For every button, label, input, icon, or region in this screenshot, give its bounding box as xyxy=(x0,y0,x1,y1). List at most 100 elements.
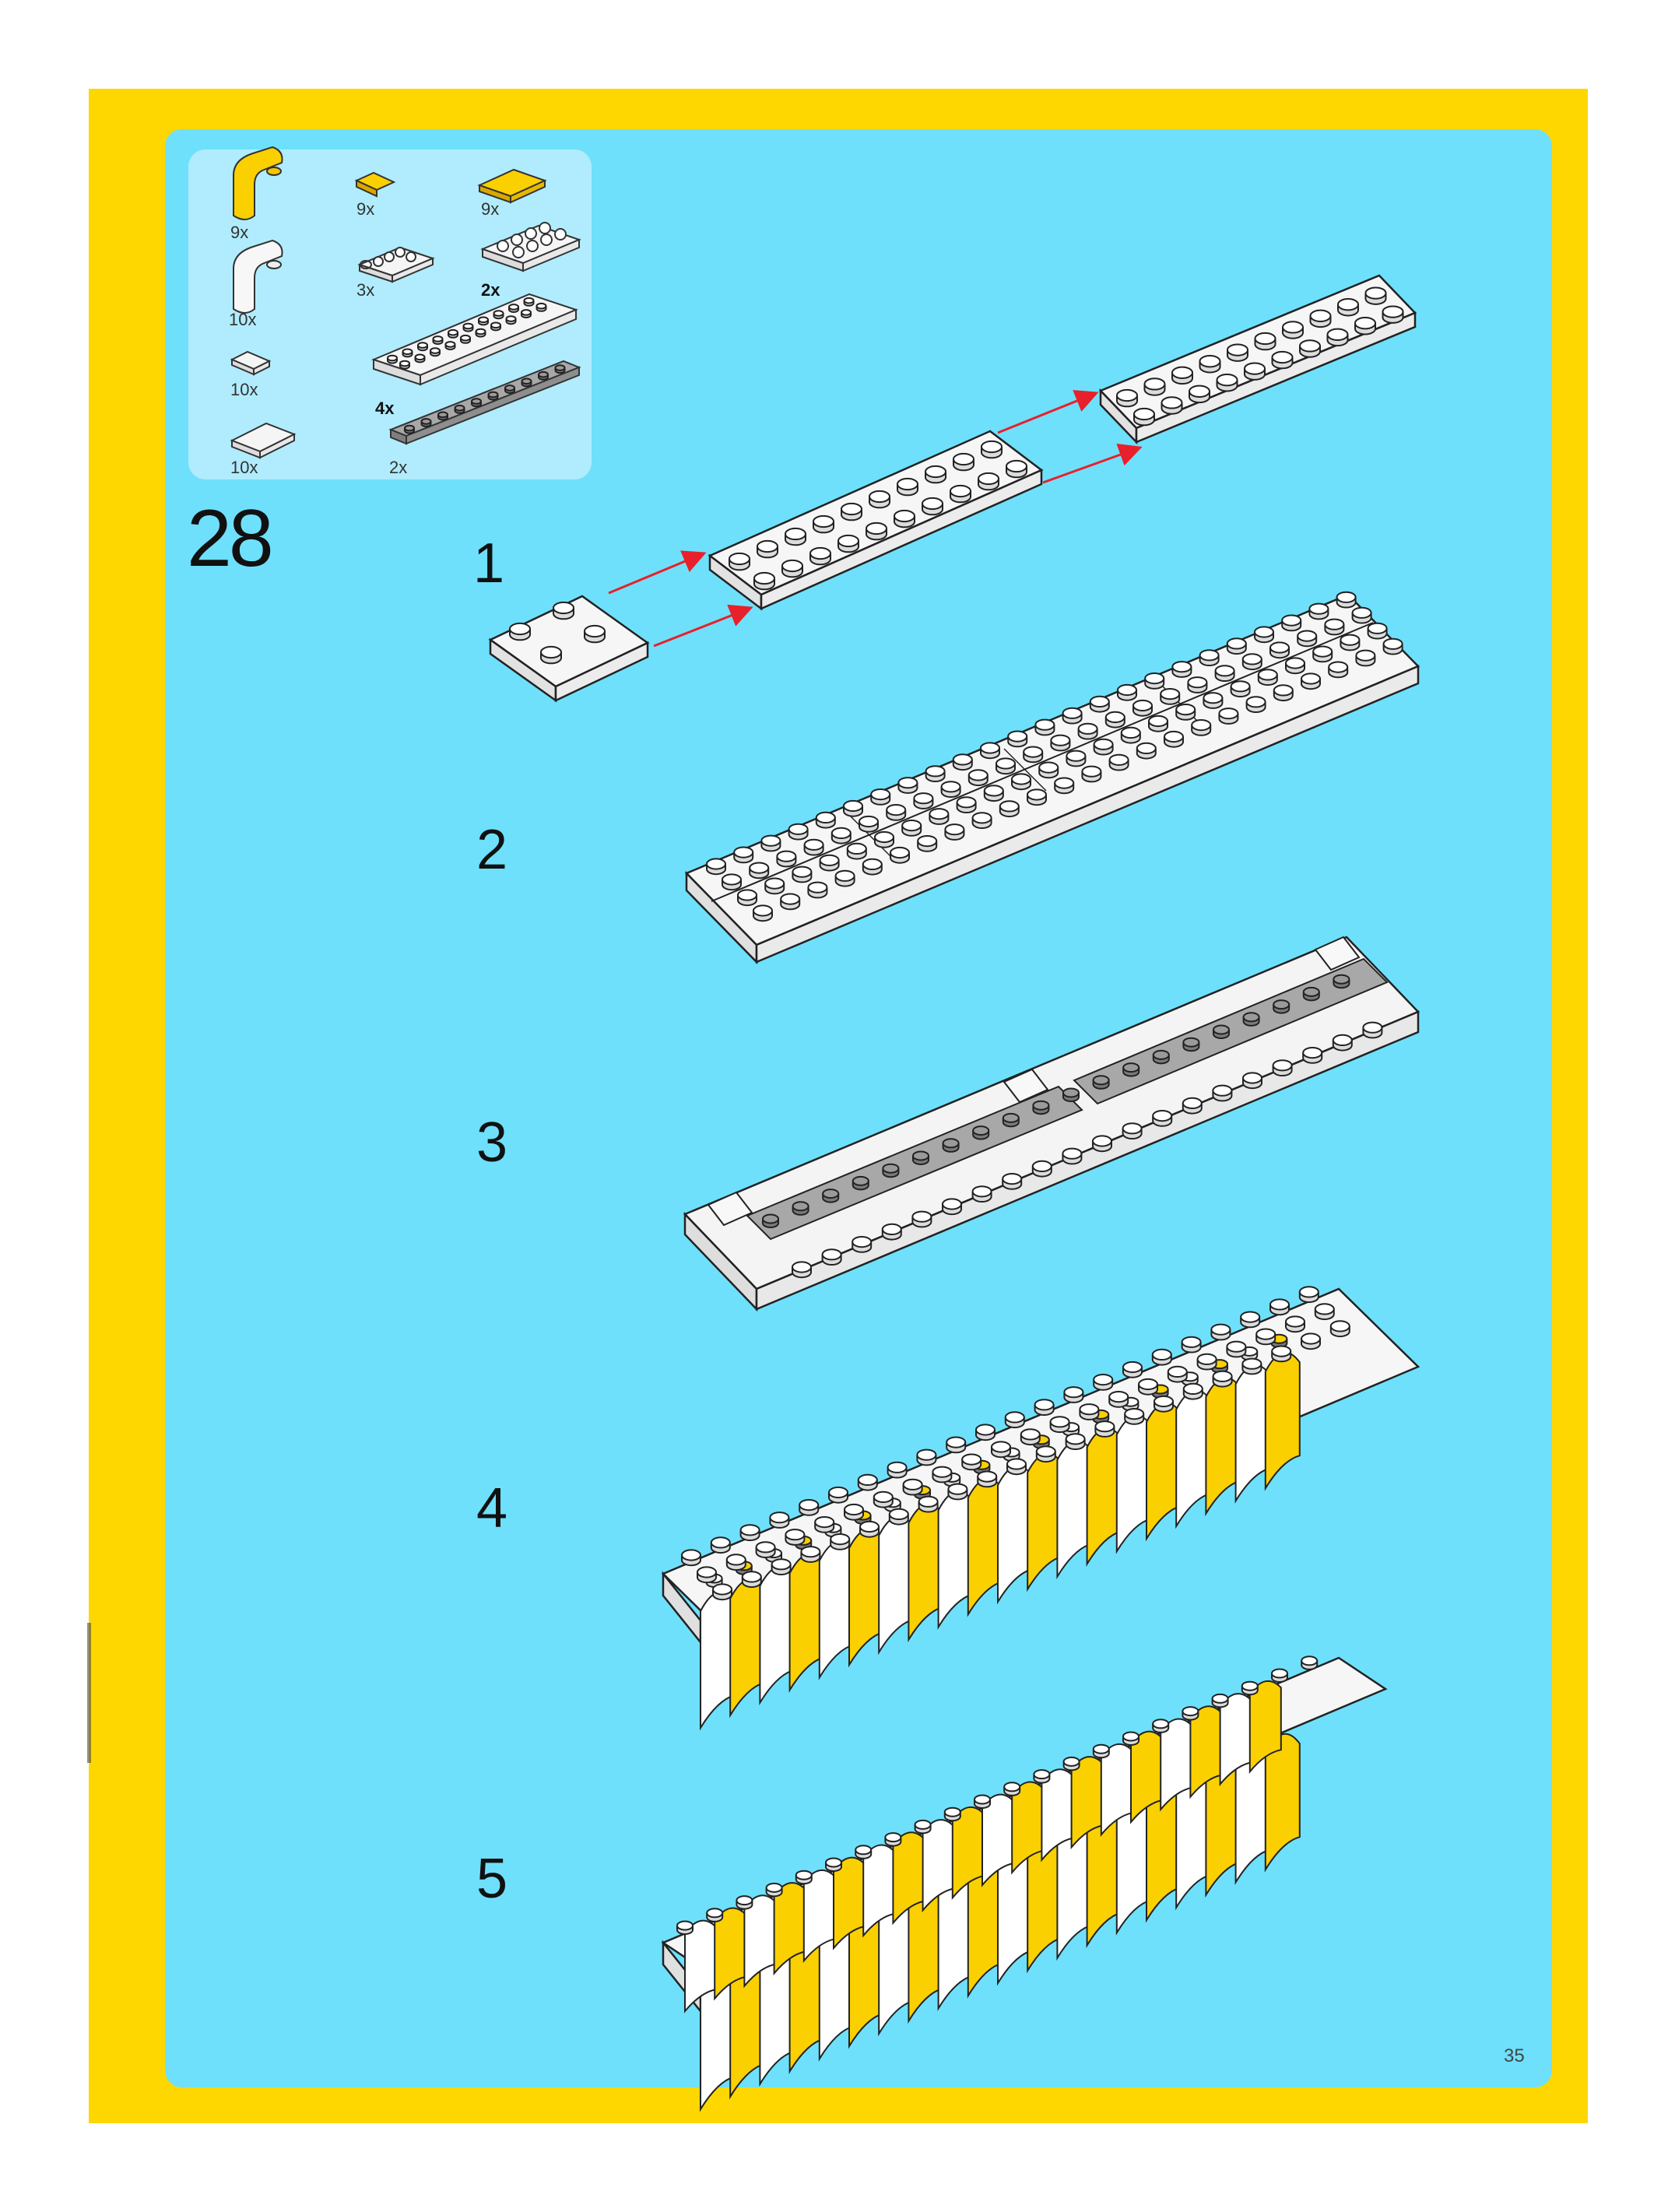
stud xyxy=(843,799,863,817)
stud xyxy=(996,757,1016,775)
stud xyxy=(1023,746,1044,764)
stud xyxy=(1002,1173,1023,1190)
stud xyxy=(1120,726,1141,744)
stud xyxy=(1066,750,1087,767)
stud xyxy=(830,827,852,844)
stud xyxy=(866,521,887,541)
stud xyxy=(781,559,803,578)
stud xyxy=(1203,692,1224,709)
yellow-tile-1x2-icon xyxy=(354,171,396,198)
stud xyxy=(1054,777,1075,795)
stud xyxy=(873,1490,894,1508)
part-qty: 3x xyxy=(356,280,375,300)
stud xyxy=(1340,634,1361,651)
stud xyxy=(1308,602,1329,620)
stud xyxy=(1271,350,1294,370)
stud xyxy=(1093,738,1114,756)
stud xyxy=(881,1223,902,1241)
stud xyxy=(1302,1047,1323,1064)
stud xyxy=(1034,718,1055,736)
stud xyxy=(1152,1049,1170,1065)
stud xyxy=(887,1461,908,1479)
stud xyxy=(1104,711,1125,729)
stud xyxy=(706,1908,724,1922)
stud xyxy=(1152,1110,1173,1127)
stud xyxy=(1362,1021,1383,1039)
substep-label: 1 xyxy=(473,532,505,595)
substep-label: 3 xyxy=(476,1111,508,1174)
part-qty: 9x xyxy=(356,199,375,219)
stud xyxy=(971,812,992,829)
stud xyxy=(1062,1756,1080,1771)
stud xyxy=(950,484,971,504)
stud xyxy=(1364,286,1387,305)
stud xyxy=(834,869,855,887)
stud xyxy=(722,873,742,891)
stud xyxy=(1281,614,1302,632)
stud xyxy=(1160,688,1181,705)
stud xyxy=(1133,407,1155,427)
stud xyxy=(1257,669,1278,686)
stud xyxy=(1230,680,1251,697)
stud xyxy=(795,1870,813,1885)
stud xyxy=(1049,1416,1070,1433)
stud xyxy=(911,1210,932,1228)
stud xyxy=(765,1882,783,1898)
stud xyxy=(1354,317,1376,335)
plate-2x2-studs xyxy=(509,601,606,665)
stud xyxy=(967,769,988,787)
stud xyxy=(1020,1428,1041,1446)
stud xyxy=(1132,699,1153,717)
stud xyxy=(1301,1655,1319,1670)
stud xyxy=(1182,1097,1203,1115)
stud xyxy=(1312,645,1333,663)
part-qty: 10x xyxy=(230,458,258,477)
stud xyxy=(862,858,883,876)
red-arrow xyxy=(608,550,707,595)
stud xyxy=(736,1895,753,1910)
stud xyxy=(1033,1769,1051,1784)
stud xyxy=(870,788,891,806)
stud xyxy=(725,1554,746,1571)
stud xyxy=(764,877,785,895)
stud xyxy=(1218,707,1239,725)
stud xyxy=(509,622,531,641)
stud xyxy=(417,342,428,352)
substep-label: 2 xyxy=(476,819,508,881)
stud xyxy=(475,328,486,338)
stud xyxy=(1151,1348,1172,1366)
stud xyxy=(1226,1340,1247,1358)
stud xyxy=(1167,1365,1188,1383)
stud xyxy=(1332,1034,1353,1052)
plate-2x10-right-studs xyxy=(1116,286,1404,427)
stud xyxy=(420,418,432,427)
stud xyxy=(1351,606,1372,624)
stud xyxy=(1062,707,1083,725)
stud xyxy=(991,1441,1011,1459)
stud xyxy=(1328,661,1349,679)
stud xyxy=(788,823,809,841)
stud xyxy=(942,1138,960,1153)
stud xyxy=(1079,1403,1100,1420)
stud xyxy=(697,1566,717,1584)
stud xyxy=(978,472,999,491)
stud xyxy=(947,1483,968,1501)
stud xyxy=(1182,1706,1199,1721)
stud xyxy=(448,328,458,339)
stud xyxy=(943,1806,961,1822)
stud xyxy=(1152,1719,1170,1733)
stud xyxy=(1002,1112,1020,1128)
stud xyxy=(1324,618,1345,636)
stud xyxy=(1240,1311,1261,1329)
stud xyxy=(1301,1332,1321,1350)
plate-2x10-studs xyxy=(387,297,547,370)
stud xyxy=(729,552,750,571)
stud xyxy=(584,624,606,644)
part-qty: 2x xyxy=(389,458,408,477)
stud xyxy=(1245,696,1266,713)
stud xyxy=(1326,328,1349,347)
stud xyxy=(755,1541,776,1558)
stud xyxy=(1161,396,1183,415)
substep-1-illustration xyxy=(488,274,1417,703)
